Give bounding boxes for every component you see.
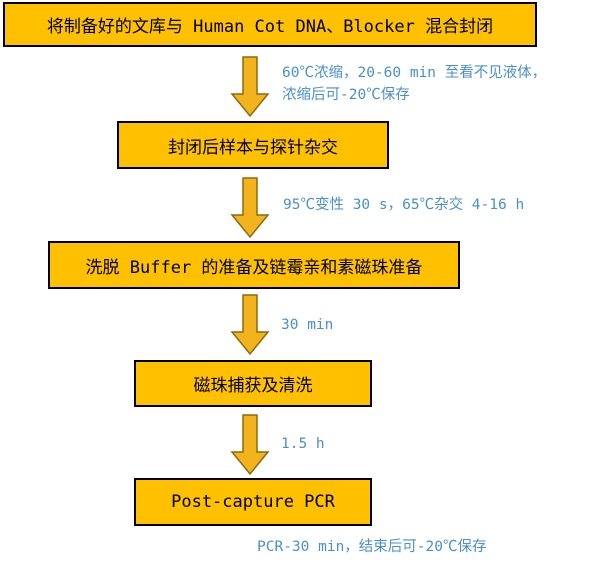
step-2-label: 封闭后样本与探针杂交 xyxy=(168,137,338,158)
note-2-line-1: 95℃变性 30 s，65℃杂交 4-16 h xyxy=(283,197,525,213)
note-2: 95℃变性 30 s，65℃杂交 4-16 h xyxy=(283,194,524,216)
step-4-label: 磁珠捕获及清洗 xyxy=(193,376,313,396)
step-1-box: 将制备好的文库与 Human Cot DNA、Blocker 混合封闭 xyxy=(3,2,537,47)
arrow-down-icon xyxy=(230,177,270,239)
arrow-down-icon xyxy=(230,56,270,118)
step-4-box: 磁珠捕获及清洗 xyxy=(134,360,372,407)
step-2-box: 封闭后样本与探针杂交 xyxy=(117,121,389,169)
note-1-line-1: 60℃浓缩，20-60 min 至看不见液体， xyxy=(282,65,547,81)
step-3-box: 洗脱 Buffer 的准备及链霉亲和素磁珠准备 xyxy=(48,241,460,289)
arrow-down-icon xyxy=(230,294,270,356)
note-1-line-2: 浓缩后可-20℃保存 xyxy=(282,87,410,103)
note-3: 30 min xyxy=(281,314,333,336)
note-5-line-1: PCR-30 min，结束后可-20℃保存 xyxy=(257,539,487,555)
note-4-line-1: 1.5 h xyxy=(281,436,325,452)
note-5: PCR-30 min，结束后可-20℃保存 xyxy=(257,536,487,558)
note-3-line-1: 30 min xyxy=(281,317,334,333)
note-4: 1.5 h xyxy=(281,433,325,455)
step-5-label: Post-capture PCR xyxy=(171,492,335,512)
step-1-label: 将制备好的文库与 Human Cot DNA、Blocker 混合封闭 xyxy=(46,17,494,37)
step-5-box: Post-capture PCR xyxy=(134,478,372,526)
arrow-down-icon xyxy=(230,414,270,476)
note-1: 60℃浓缩，20-60 min 至看不见液体， 浓缩后可-20℃保存 xyxy=(282,62,546,106)
step-3-label: 洗脱 Buffer 的准备及链霉亲和素磁珠准备 xyxy=(85,257,423,278)
